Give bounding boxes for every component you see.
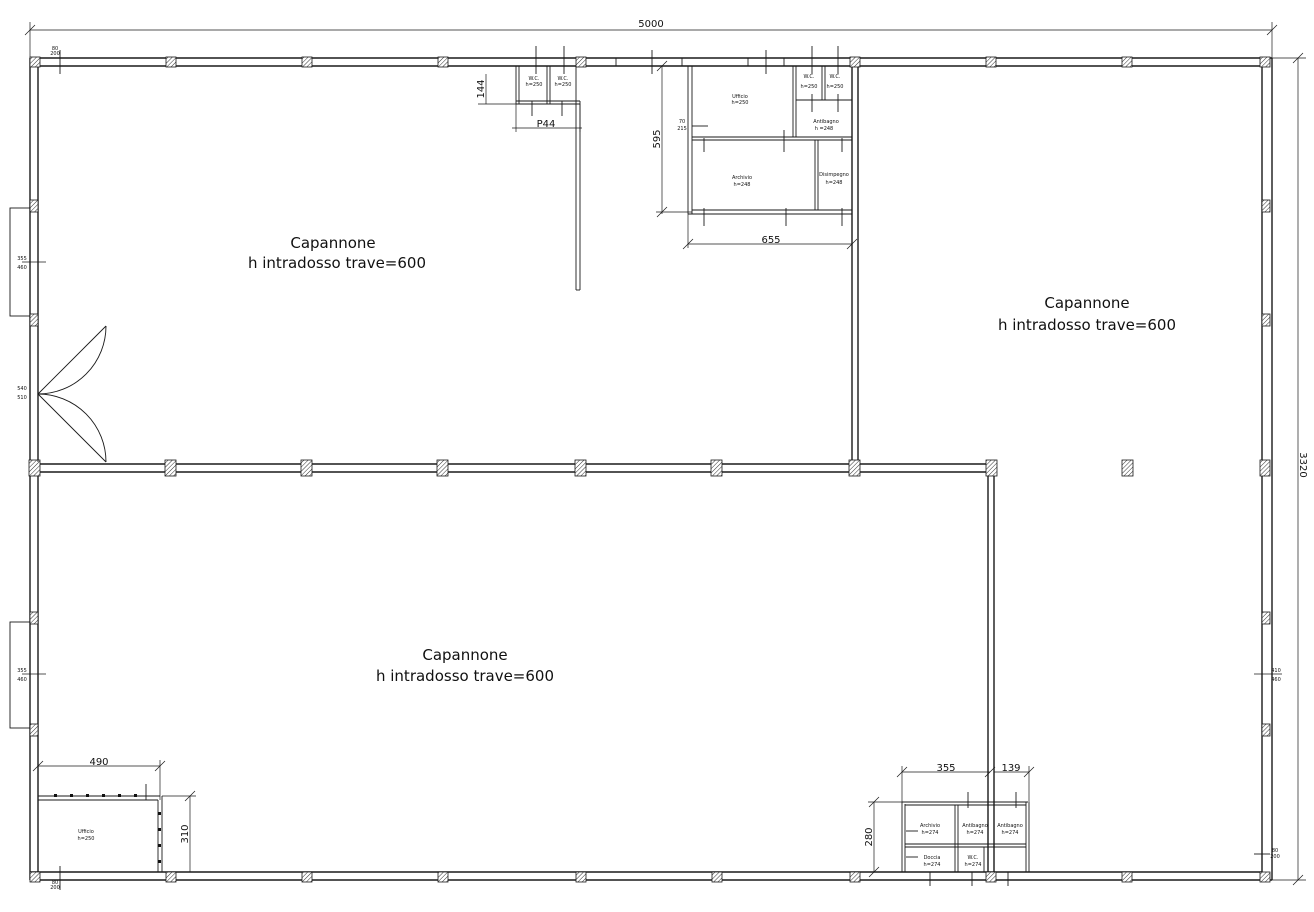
svg-text:h intradosso trave=600: h intradosso trave=600	[248, 254, 426, 272]
svg-text:Antibagno: Antibagno	[813, 119, 839, 125]
corner-office-width-label: 490	[89, 757, 108, 768]
svg-text:80: 80	[1272, 848, 1278, 854]
svg-text:h=274: h=274	[965, 862, 982, 868]
svg-text:h=250: h=250	[555, 82, 572, 88]
svg-text:Capannone: Capannone	[290, 234, 375, 252]
top-office-block: Ufficio h=250 W.C. h=250 W.C. h=250 Anti…	[652, 46, 858, 250]
svg-text:W.C.: W.C.	[557, 76, 568, 82]
office-glazing-marks	[54, 794, 161, 863]
svg-text:200: 200	[50, 885, 60, 891]
hall-label-right: Capannone h intradosso trave=600	[998, 294, 1176, 334]
svg-text:h=250: h=250	[827, 84, 844, 90]
svg-text:h=248: h=248	[734, 182, 751, 188]
svg-text:460: 460	[17, 677, 27, 683]
wc-block-width-label: P44	[537, 119, 556, 130]
svg-text:355: 355	[17, 668, 27, 674]
top-wc-block: W.C. h=250 W.C. h=250 144 P44	[476, 46, 582, 291]
svg-text:540: 540	[17, 386, 27, 392]
svg-text:215: 215	[677, 126, 687, 132]
perimeter-walls	[29, 57, 1273, 881]
wc-block-height-label: 144	[476, 79, 487, 98]
left-window-lower: 355 460	[9, 621, 46, 729]
overall-width-label: 5000	[638, 19, 663, 30]
svg-text:h=248: h=248	[826, 180, 843, 186]
bottom-wall-marks: 80 200 80 200	[50, 848, 1280, 891]
svg-text:Capannone: Capannone	[422, 646, 507, 664]
corner-office: Ufficio h=250 490 310	[32, 757, 196, 872]
svg-text:70: 70	[679, 119, 685, 125]
overall-width-dimension: 5000	[24, 19, 1278, 60]
svg-text:h=250: h=250	[78, 836, 95, 842]
svg-text:355: 355	[17, 256, 27, 262]
svg-text:h=250: h=250	[801, 84, 818, 90]
hall-label-top-left: Capannone h intradosso trave=600	[248, 234, 426, 272]
left-window-upper: 355 460	[9, 207, 46, 317]
office-block-width-label: 655	[761, 235, 780, 246]
svg-text:W.C.: W.C.	[829, 74, 840, 80]
svg-text:460: 460	[1271, 677, 1281, 683]
svg-text:510: 510	[17, 395, 27, 401]
bottom-service-block: Archivio h=274 Antibagno h=274 Antibagno…	[864, 763, 1035, 886]
svg-text:Doccia: Doccia	[924, 855, 941, 861]
svg-text:h intradosso trave=600: h intradosso trave=600	[998, 316, 1176, 334]
svg-text:h=274: h=274	[922, 830, 939, 836]
bottom-block-width-label: 355	[936, 763, 955, 774]
bottom-block-side-label: 139	[1001, 763, 1020, 774]
svg-text:h=274: h=274	[924, 862, 941, 868]
svg-text:W.C.: W.C.	[803, 74, 814, 80]
hall-label-bottom: Capannone h intradosso trave=600	[376, 646, 554, 685]
left-entrance-door: 540 510	[17, 325, 107, 463]
svg-text:Ufficio: Ufficio	[732, 94, 748, 100]
svg-text:h=250: h=250	[526, 82, 543, 88]
svg-text:Disimpegno: Disimpegno	[819, 172, 849, 178]
svg-text:h=250: h=250	[732, 100, 749, 106]
svg-text:W.C.: W.C.	[967, 855, 978, 861]
svg-text:410: 410	[1271, 668, 1281, 674]
structural-columns	[28, 56, 1271, 883]
bottom-block-height-label: 280	[864, 827, 875, 846]
overall-height-label: 3320	[1297, 452, 1308, 477]
svg-text:460: 460	[17, 265, 27, 271]
svg-text:Antibagno: Antibagno	[997, 823, 1023, 829]
svg-text:W.C.: W.C.	[528, 76, 539, 82]
svg-text:Archivio: Archivio	[920, 823, 940, 829]
svg-text:Archivio: Archivio	[732, 175, 752, 181]
svg-text:Capannone: Capannone	[1044, 294, 1129, 312]
svg-text:80: 80	[52, 46, 58, 52]
svg-text:h=274: h=274	[1002, 830, 1019, 836]
corner-office-height-label: 310	[180, 824, 191, 843]
svg-text:80: 80	[52, 880, 58, 886]
svg-text:h intradosso trave=600: h intradosso trave=600	[376, 667, 554, 685]
office-block-height-label: 595	[652, 129, 663, 148]
svg-text:h=274: h=274	[967, 830, 984, 836]
svg-text:Ufficio: Ufficio	[78, 829, 94, 835]
svg-text:200: 200	[50, 51, 60, 57]
svg-text:h =248: h =248	[815, 126, 834, 132]
right-window: 410 460	[1254, 668, 1282, 683]
svg-text:200: 200	[1270, 854, 1280, 860]
top-wall-openings: 80 200	[50, 46, 785, 74]
svg-text:Antibagno: Antibagno	[962, 823, 988, 829]
